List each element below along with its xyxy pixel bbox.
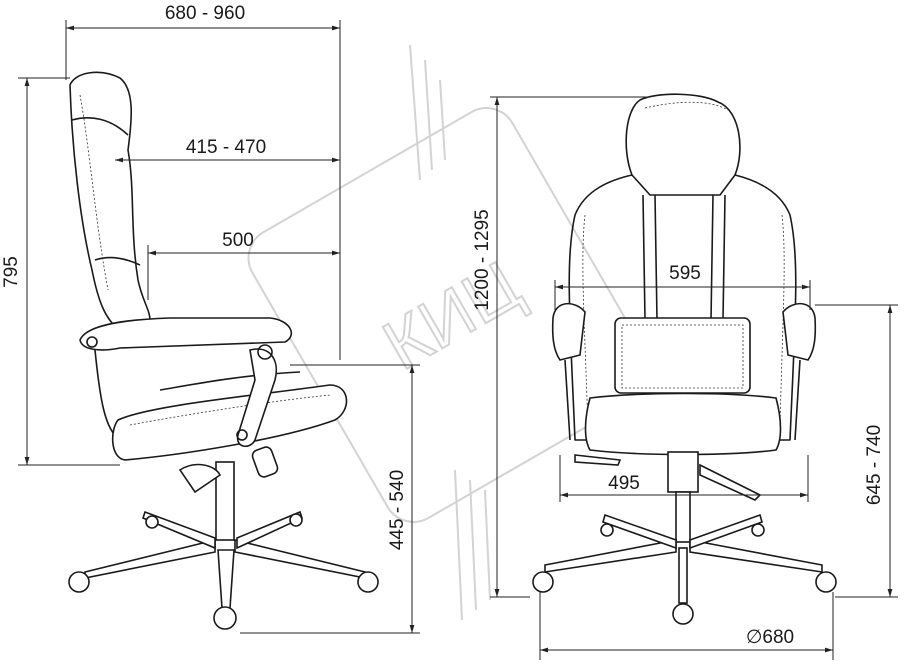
dim-total-height: 1200 - 1295 — [472, 209, 493, 310]
dim-armrest-width: 595 — [669, 263, 701, 284]
side-dimensions: 680 - 960 415 - 470 500 795 445 - 540 — [1, 3, 420, 634]
dim-back-height: 795 — [1, 256, 22, 288]
dim-seat-width: 495 — [608, 473, 640, 494]
front-dimensions: 1200 - 1295 595 495 645 - 740 ∅680 — [472, 96, 898, 660]
dim-seat-depth: 500 — [222, 230, 254, 251]
dim-overall-depth: 680 - 960 — [165, 3, 245, 24]
dim-base-diameter: ∅680 — [746, 627, 794, 648]
svg-text:КИЦ: КИЦ — [370, 246, 533, 385]
dim-seat-height: 445 - 540 — [387, 470, 408, 550]
dim-armrest-height: 645 - 740 — [864, 425, 885, 505]
dim-backrest-to-front: 415 - 470 — [186, 137, 266, 158]
side-view-chair — [68, 71, 379, 630]
watermark: КИЦ — [247, 44, 653, 621]
front-view-chair — [532, 93, 837, 625]
